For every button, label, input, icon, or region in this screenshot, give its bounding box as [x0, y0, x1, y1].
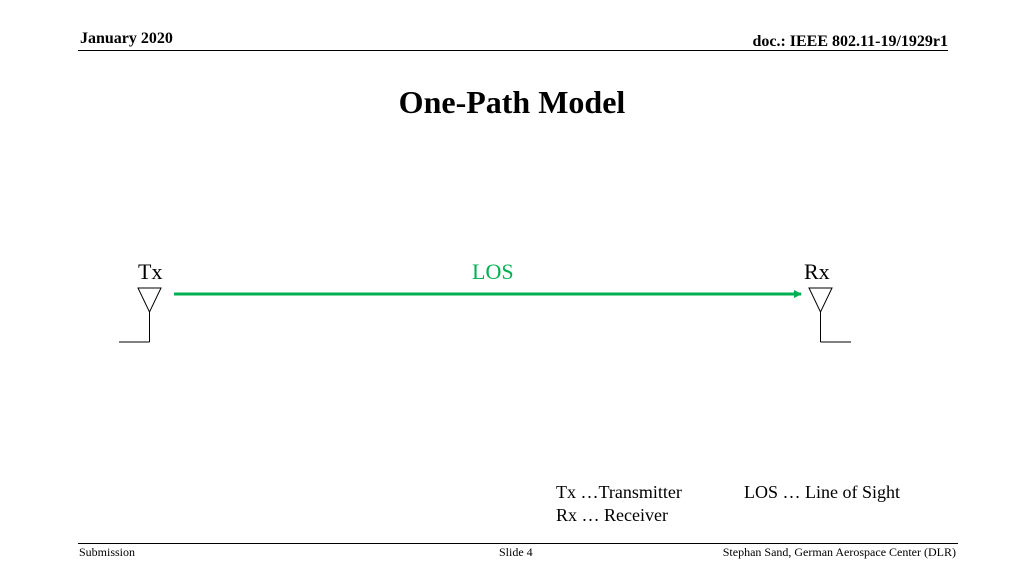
header-doc-id: doc.: IEEE 802.11-19/1929r1: [752, 33, 948, 50]
footer-slide-number: Slide 4: [499, 545, 533, 559]
tx-antenna-icon: [119, 287, 162, 343]
footer-divider: [78, 543, 958, 544]
rx-antenna-icon: [808, 287, 851, 343]
legend-tx: Tx …Transmitter: [556, 482, 682, 502]
header-date: January 2020: [80, 30, 173, 47]
header-divider: [78, 50, 948, 51]
footer-submission: Submission: [79, 545, 136, 559]
tx-label: Tx: [138, 259, 163, 284]
rx-label: Rx: [804, 259, 830, 284]
legend-rx: Rx … Receiver: [556, 505, 668, 525]
los-label: LOS: [472, 259, 514, 284]
legend-los: LOS … Line of Sight: [744, 482, 900, 502]
slide-title: One-Path Model: [398, 84, 626, 120]
footer-author: Stephan Sand, German Aerospace Center (D…: [722, 545, 956, 559]
